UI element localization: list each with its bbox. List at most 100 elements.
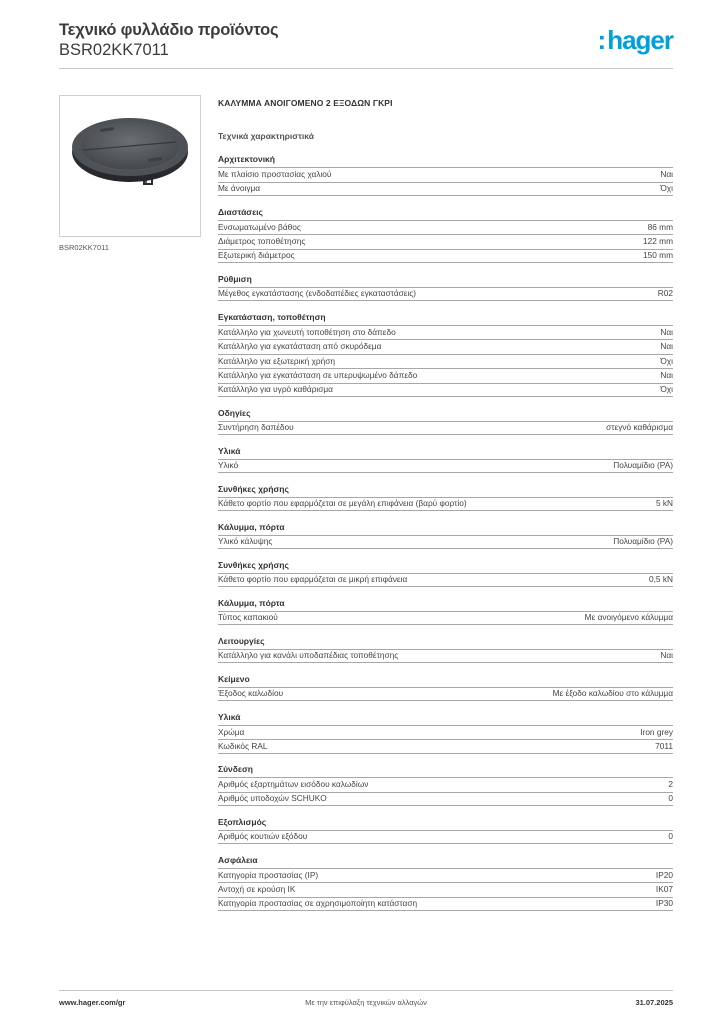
document-title: Τεχνικό φυλλάδιο προϊόντος	[59, 21, 279, 39]
spec-value: Όχι	[660, 384, 673, 395]
spec-section-title: Κάλυμμα, πόρτα	[218, 521, 285, 532]
spec-label: Κατάλληλο για κανάλι υποδαπέδιας τοποθέτ…	[218, 650, 399, 661]
spec-row: Ενσωματωμένο βάθος 86 mm	[218, 219, 673, 235]
spec-value: Με ανοιγόμενο κάλυμμα	[584, 612, 673, 623]
spec-section-title: Ρύθμιση	[218, 273, 252, 284]
spec-row: Κάθετο φορτίο που εφαρμόζεται σε μικρή ε…	[218, 572, 673, 587]
spec-row: Κατάλληλο για κανάλι υποδαπέδιας τοποθέτ…	[218, 648, 673, 663]
product-code: BSR02KK7011	[59, 41, 169, 59]
spec-value: IK07	[655, 884, 673, 895]
spec-sections: Αρχιτεκτονική Με πλαίσιο προστασίας χαλιο…	[218, 154, 673, 911]
spec-value: 0	[668, 831, 673, 842]
product-name: ΚΑΛΥΜΜΑ ΑΝΟΙΓΟΜΕΝΟ 2 ΕΞΟΔΩΝ ΓΚΡΙ	[218, 98, 393, 108]
spec-value: 0	[668, 793, 673, 804]
spec-label: Κατάλληλο για εγκατάσταση σε υπερυψωμένο…	[218, 370, 418, 381]
hager-logo: :hager	[598, 25, 674, 55]
spec-section-title: Κείμενο	[218, 673, 250, 684]
spec-row: Κατηγορία προστασίας σε αχρησιμοποίητη κ…	[218, 896, 673, 911]
spec-value: Πολυαμίδιο (PA)	[613, 536, 673, 547]
spec-section-title: Υλικά	[218, 445, 241, 456]
spec-value: 86 mm	[647, 221, 673, 232]
spec-rows: Κάθετο φορτίο που εφαρμόζεται σε μικρή ε…	[218, 572, 673, 587]
spec-label: Μέγεθος εγκατάστασης (ενδοδαπέδιες εγκατ…	[218, 288, 417, 299]
technical-characteristics-heading: Τεχνικά χαρακτηριστικά	[218, 131, 314, 141]
spec-rows: Μέγεθος εγκατάστασης (ενδοδαπέδιες εγκατ…	[218, 286, 673, 301]
spec-section-title: Σύνδεση	[218, 764, 253, 774]
spec-value: 150 mm	[643, 250, 673, 261]
spec-rows: Τύπος καπακιού Με ανοιγόμενο κάλυμμα	[218, 610, 673, 625]
spec-rows: Κατάλληλο για χωνευτή τοποθέτηση στο δάπ…	[218, 324, 673, 397]
specifications: ΚΑΛΥΜΜΑ ΑΝΟΙΓΟΜΕΝΟ 2 ΕΞΟΔΩΝ ΓΚΡΙ Τεχνικά…	[218, 97, 673, 922]
spec-value: Ναι	[660, 169, 673, 180]
spec-value: IP20	[655, 869, 673, 880]
logo-text: hager	[607, 25, 674, 55]
spec-section: Αρχιτεκτονική Με πλαίσιο προστασίας χαλιο…	[218, 154, 673, 196]
footer-website[interactable]: www.hager.com/gr	[59, 998, 126, 1007]
spec-rows: Υλικό κάλυψης Πολυαμίδιο (PA)	[218, 534, 673, 549]
spec-row: Χρώμα Iron grey	[218, 724, 673, 740]
spec-value: Ναι	[660, 326, 673, 337]
spec-rows: Ενσωματωμένο βάθος 86 mm Διάμετρος τοποθέτ…	[218, 219, 673, 263]
spec-rows: Κάθετο φορτίο που εφαρμόζεται σε μεγάλη …	[218, 496, 673, 511]
spec-section-title: Ασφάλεια	[218, 854, 258, 865]
spec-label: Τύπος καπακιού	[218, 612, 278, 623]
spec-row: Κατάλληλο για εγκατάσταση σε υπερυψωμένο…	[218, 368, 673, 383]
spec-value: 0,5 kN	[649, 574, 673, 585]
spec-value: IP30	[655, 898, 673, 909]
spec-label: Διάμετρος τοποθέτησης	[218, 236, 306, 247]
spec-value: Ναι	[660, 370, 673, 381]
spec-row: Αριθμός κουτιών εξόδου 0	[218, 829, 673, 844]
spec-value: 2	[668, 779, 673, 790]
spec-section-title: Αρχιτεκτονική	[218, 154, 275, 164]
spec-label: Αριθμός κουτιών εξόδου	[218, 831, 308, 842]
floor-box-cover-illustration	[72, 118, 188, 185]
spec-label: Υλικό	[218, 460, 239, 471]
spec-label: Χρώμα	[218, 726, 245, 737]
spec-section-title: Εξοπλισμός	[218, 816, 267, 827]
spec-row: Μέγεθος εγκατάστασης (ενδοδαπέδιες εγκατ…	[218, 286, 673, 301]
spec-value: Iron grey	[640, 726, 673, 737]
spec-value: Ναι	[660, 341, 673, 352]
spec-label: Ενσωματωμένο βάθος	[218, 221, 301, 232]
spec-label: Κωδικός RAL	[218, 740, 268, 751]
spec-value: στεγνό καθάρισμα	[606, 422, 673, 433]
spec-value: 122 mm	[643, 236, 673, 247]
header-divider	[59, 68, 673, 69]
spec-value: 7011	[655, 740, 673, 751]
spec-label: Υλικό κάλυψης	[218, 536, 273, 547]
spec-section-title: Συνθήκες χρήσης	[218, 483, 289, 494]
spec-value: Ναι	[660, 650, 673, 661]
spec-label: Κάθετο φορτίο που εφαρμόζεται σε μικρή ε…	[218, 574, 408, 585]
spec-row: Υλικό κάλυψης Πολυαμίδιο (PA)	[218, 534, 673, 549]
spec-section-title: Κάλυμμα, πόρτα	[218, 597, 285, 608]
spec-label: Κατηγορία προστασίας σε αχρησιμοποίητη κ…	[218, 898, 418, 909]
spec-value: Όχι	[660, 183, 673, 194]
spec-label: Με πλαίσιο προστασίας χαλιού	[218, 169, 332, 180]
spec-row: Κάθετο φορτίο που εφαρμόζεται σε μεγάλη …	[218, 496, 673, 511]
spec-label: Κατηγορία προστασίας (IP)	[218, 869, 319, 880]
spec-row: Κωδικός RAL 7011	[218, 739, 673, 754]
